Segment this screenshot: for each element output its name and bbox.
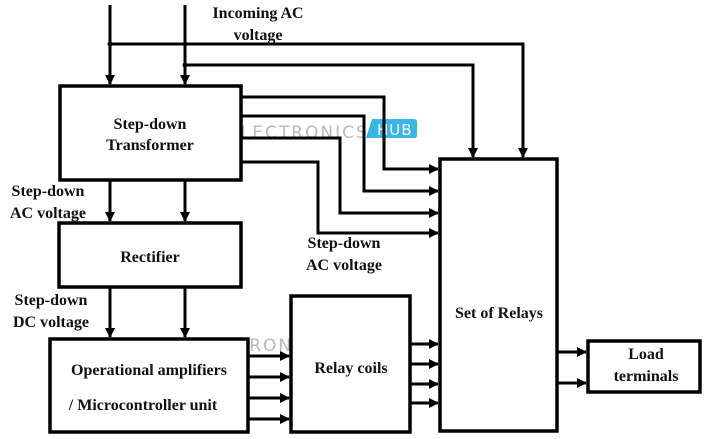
incoming-ac-wires [105, 5, 528, 158]
coils-to-relays-wires [410, 339, 439, 408]
incoming-ac-label: Incoming AC voltage [212, 5, 303, 44]
controller-block: Operational amplifiers / Microcontroller… [48, 337, 250, 434]
rectifier-label: Rectifier [120, 249, 180, 266]
rectifier-block: Rectifier [57, 221, 243, 289]
stepdown-dc-label: Step-down DC voltage [13, 292, 89, 331]
relays-block: Set of Relays [438, 157, 559, 433]
ac-line-2-to-relays [185, 63, 478, 158]
relay-coils-label: Relay coils [314, 360, 387, 377]
controller-label-line2: / Microcontroller unit [68, 397, 218, 414]
controller-box [48, 337, 250, 434]
relay-coils-box [289, 294, 412, 434]
stepdown-ac-mid-label: Step-down AC voltage [306, 235, 382, 274]
controller-label-line1: Operational amplifiers [71, 362, 227, 379]
transformer-to-relays-wires [241, 95, 439, 238]
load-box [586, 339, 702, 394]
transformer-label-line1: Step-down [114, 116, 187, 133]
tap-wire-4 [241, 160, 439, 238]
watermark-badge [366, 119, 417, 138]
ac-line-1-to-relays [110, 42, 528, 158]
transformer-block: Step-down Transformer [58, 84, 243, 182]
controller-to-coils-wires [248, 351, 290, 424]
stepdown-ac-mid-line1: Step-down [308, 235, 381, 252]
incoming-ac-label-line1: Incoming AC [212, 5, 303, 22]
stepdown-ac-mid-line2: AC voltage [306, 257, 382, 274]
relays-to-load-wires [557, 347, 587, 388]
rectifier-box [57, 221, 243, 289]
transformer-box [58, 84, 243, 182]
relays-box [438, 157, 559, 433]
relays-label: Set of Relays [455, 305, 543, 322]
transformer-label-line2: Transformer [106, 137, 194, 154]
rectifier-to-controller-wires [105, 287, 190, 338]
stepdown-ac-left-line1: Step-down [12, 183, 85, 200]
transformer-to-rectifier-wires [105, 180, 190, 222]
stepdown-dc-line1: Step-down [15, 292, 88, 309]
watermark-text: ELECTRONICS [228, 123, 369, 143]
watermark-badge-text: HUB [377, 121, 413, 139]
load-label-line1: Load [628, 346, 664, 363]
tap-wire-1 [241, 95, 439, 174]
relay-coils-block: Relay coils [289, 294, 412, 434]
stepdown-dc-line2: DC voltage [13, 314, 89, 331]
tap-wire-3 [241, 136, 439, 218]
load-block: Load terminals [586, 339, 702, 394]
load-label-line2: terminals [614, 368, 679, 385]
stepdown-ac-left-line2: AC voltage [10, 205, 86, 222]
stepdown-ac-left-label: Step-down AC voltage [10, 183, 86, 222]
incoming-ac-label-line2: voltage [234, 27, 283, 44]
tap-wire-2 [241, 114, 439, 196]
